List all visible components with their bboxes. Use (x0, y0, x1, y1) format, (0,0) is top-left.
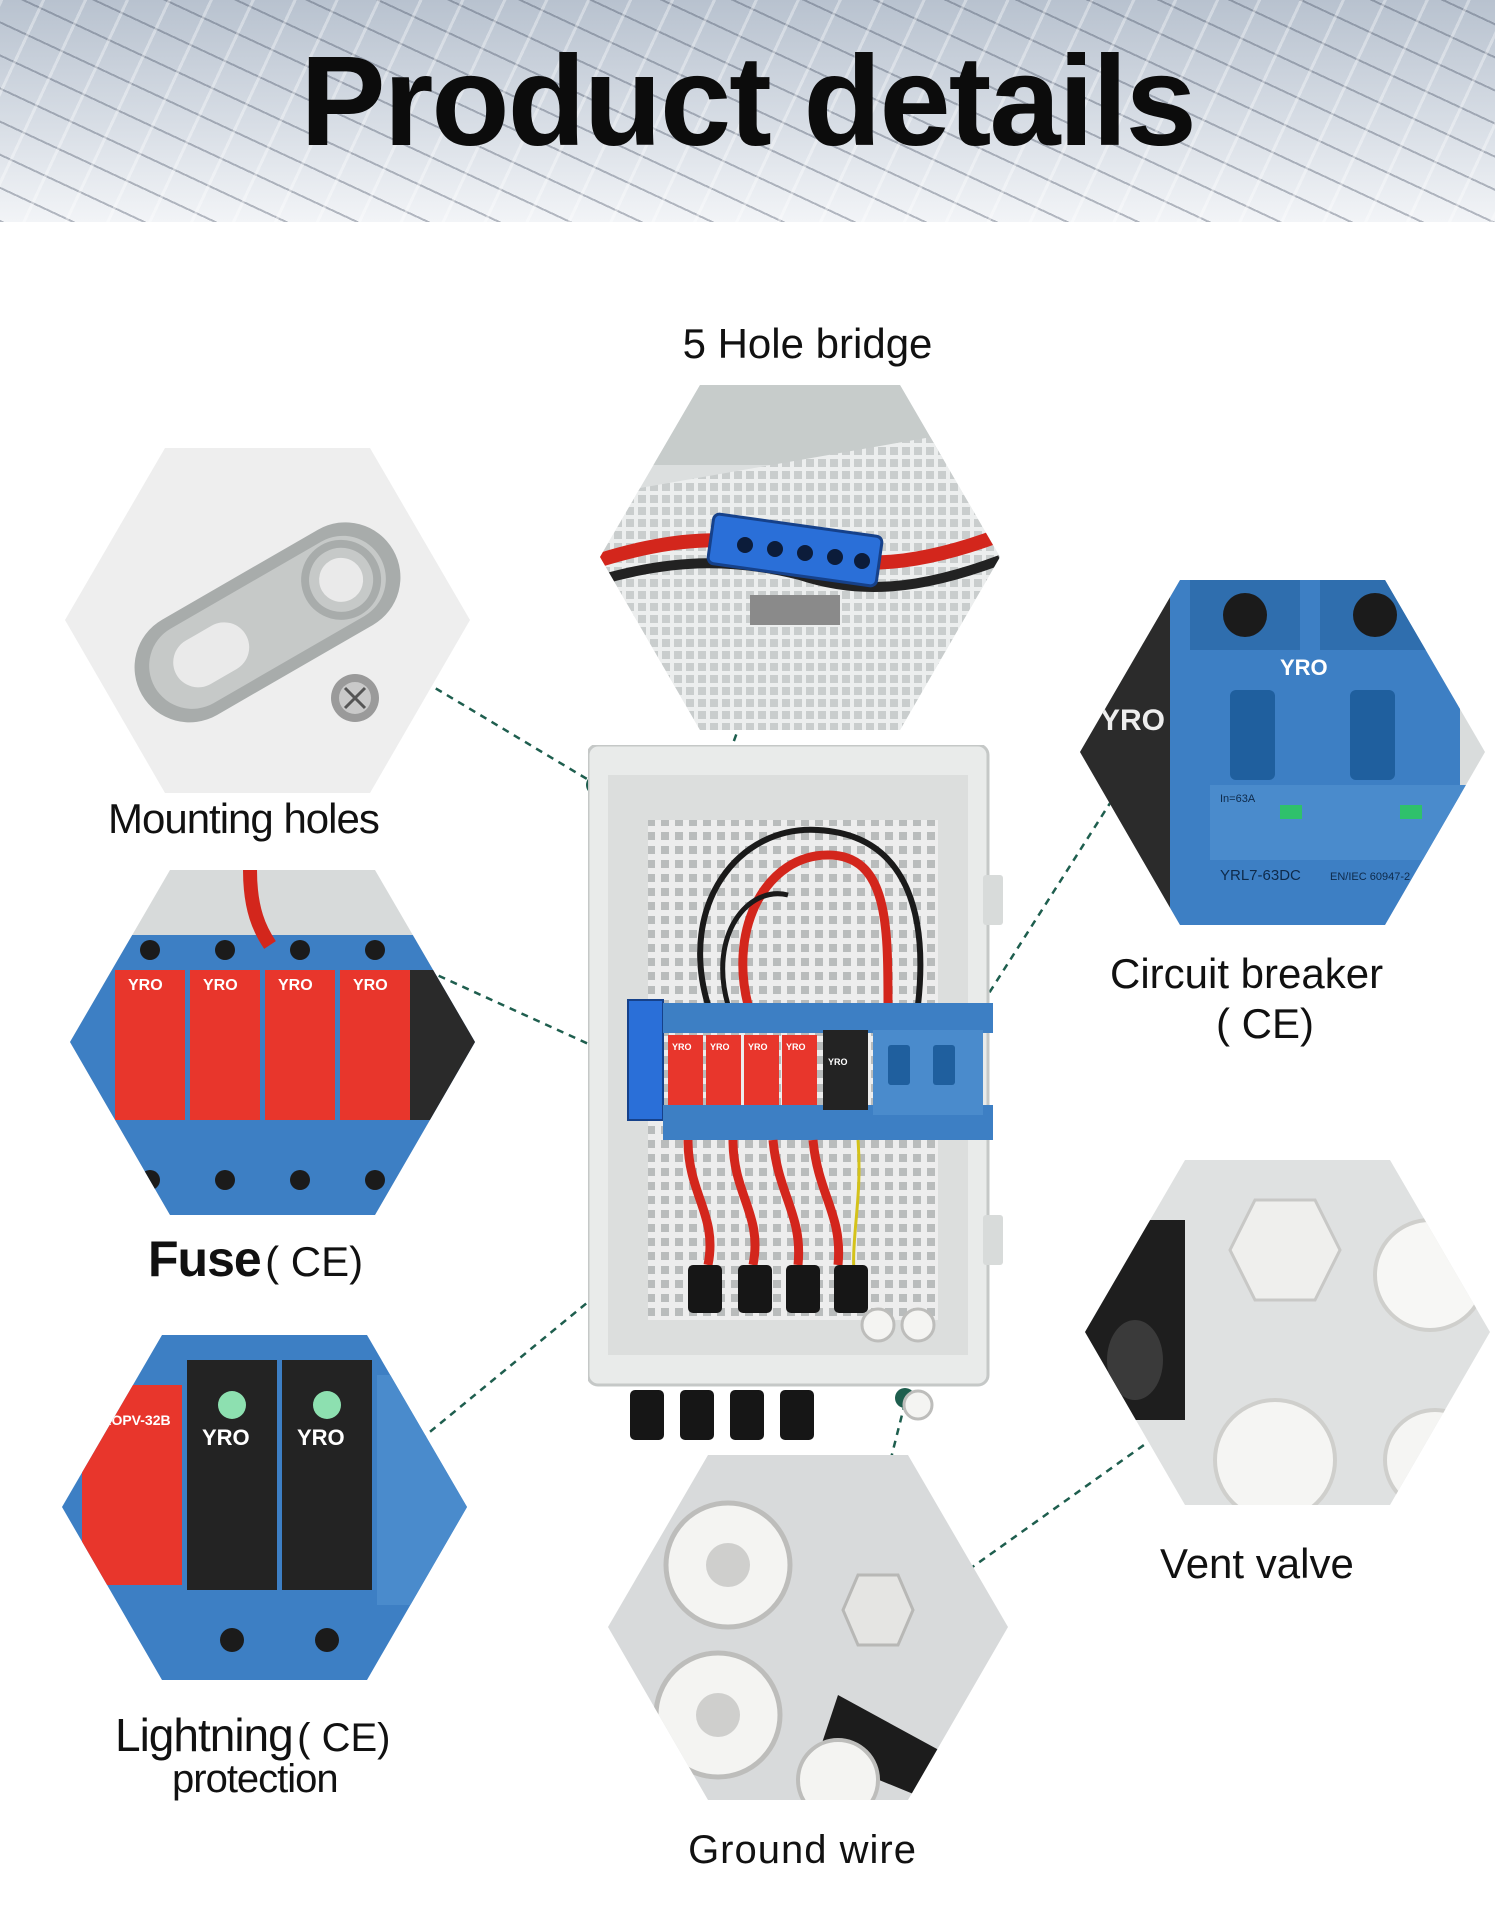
box-spd-brand: YRO (828, 1057, 848, 1067)
label-fuse-ce: ( CE) (265, 1238, 364, 1285)
label-mounting-holes: Mounting holes (108, 795, 380, 842)
hexagon-vent-photo (1085, 1160, 1490, 1505)
label-fuse-group: Fuse ( CE) (148, 1230, 363, 1288)
hexagon-ground-photo (608, 1455, 1008, 1800)
box-fuse-brand-1: YRO (672, 1042, 692, 1052)
box-fuse-brand-2: YRO (710, 1042, 730, 1052)
label-circuit-breaker: Circuit breaker (1110, 950, 1384, 997)
hexagon-fuse-photo: YRO YRO YRO YRO (70, 870, 475, 1215)
box-fuse-brand-4: YRO (786, 1042, 806, 1052)
label-circuit-breaker-ce: ( CE) (1216, 1000, 1314, 1047)
label-lightning-group: Lightning ( CE) (115, 1708, 391, 1762)
label-fuse: Fuse (148, 1231, 262, 1287)
header-banner: Product details (0, 0, 1495, 222)
hexagon-mounting-photo (65, 448, 470, 793)
spd-brand-1: YRO (202, 1425, 250, 1450)
lightning-fuse-model: YROPV-32B (92, 1412, 171, 1428)
breaker-standard-text: EN/IEC 60947-2 (1330, 871, 1410, 883)
box-fuse-brand-3: YRO (748, 1042, 768, 1052)
fuse-brand-4: YRO (353, 977, 388, 994)
fuse-brand-3: YRO (278, 977, 313, 994)
label-vent-valve: Vent valve (1160, 1540, 1354, 1587)
page-title: Product details (300, 30, 1197, 173)
label-ground-wire: Ground wire (688, 1828, 917, 1872)
junction-box-enclosure: YRO YRO YRO YRO YRO (588, 745, 1003, 1440)
breaker-model-text: YRL7-63DC (1220, 867, 1301, 884)
breaker-rating-text: In=63A (1220, 793, 1256, 805)
label-lightning-protection: protection (172, 1757, 339, 1801)
breaker-brand-text: YRO (1280, 655, 1328, 680)
label-lightning-ce: ( CE) (297, 1716, 391, 1760)
label-lightning: Lightning (115, 1709, 294, 1761)
hexagon-breaker-photo: YRL7-63DC EN/IEC 60947-2 In=63A YRO YRO (1080, 580, 1485, 925)
spd-brand-text: YRO (1100, 704, 1165, 737)
hexagon-lightning-photo: YRO YRO YROPV-32B (62, 1335, 467, 1680)
spd-brand-2: YRO (297, 1425, 345, 1450)
fuse-brand-1: YRO (128, 977, 163, 994)
fuse-brand-2: YRO (203, 977, 238, 994)
label-5-hole-bridge: 5 Hole bridge (682, 320, 933, 367)
hexagon-bridge-photo (600, 385, 1000, 730)
